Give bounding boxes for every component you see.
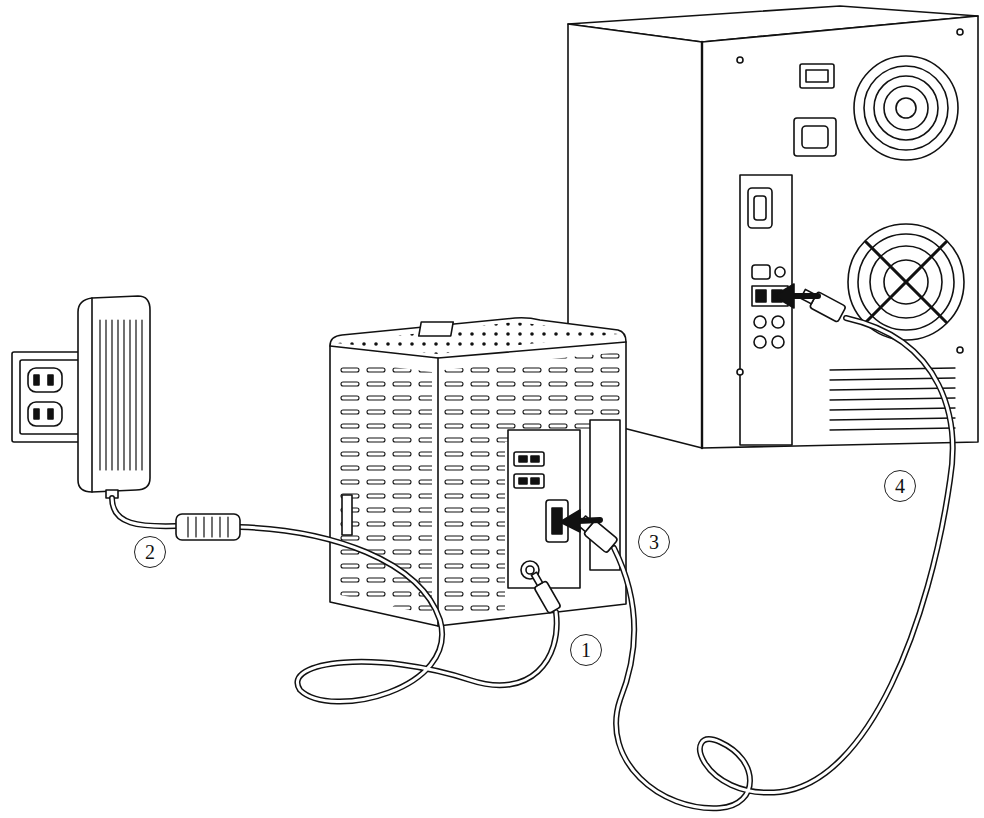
callout-number: 2: [134, 536, 166, 568]
external-drive: [330, 318, 626, 626]
usb-plug-computer: [799, 286, 846, 323]
callout-number: 4: [884, 470, 916, 502]
insert-arrow: [560, 284, 818, 532]
power-plug: [528, 570, 561, 613]
power-adapter: [78, 296, 150, 498]
power-cable: [112, 498, 557, 702]
ferrite-core: [176, 514, 240, 540]
computer-tower: [568, 6, 978, 448]
usb-cable: [614, 318, 953, 808]
usb-plug-drive: [576, 514, 618, 554]
callout-number: 3: [638, 526, 670, 558]
callout-number: 1: [570, 634, 602, 666]
